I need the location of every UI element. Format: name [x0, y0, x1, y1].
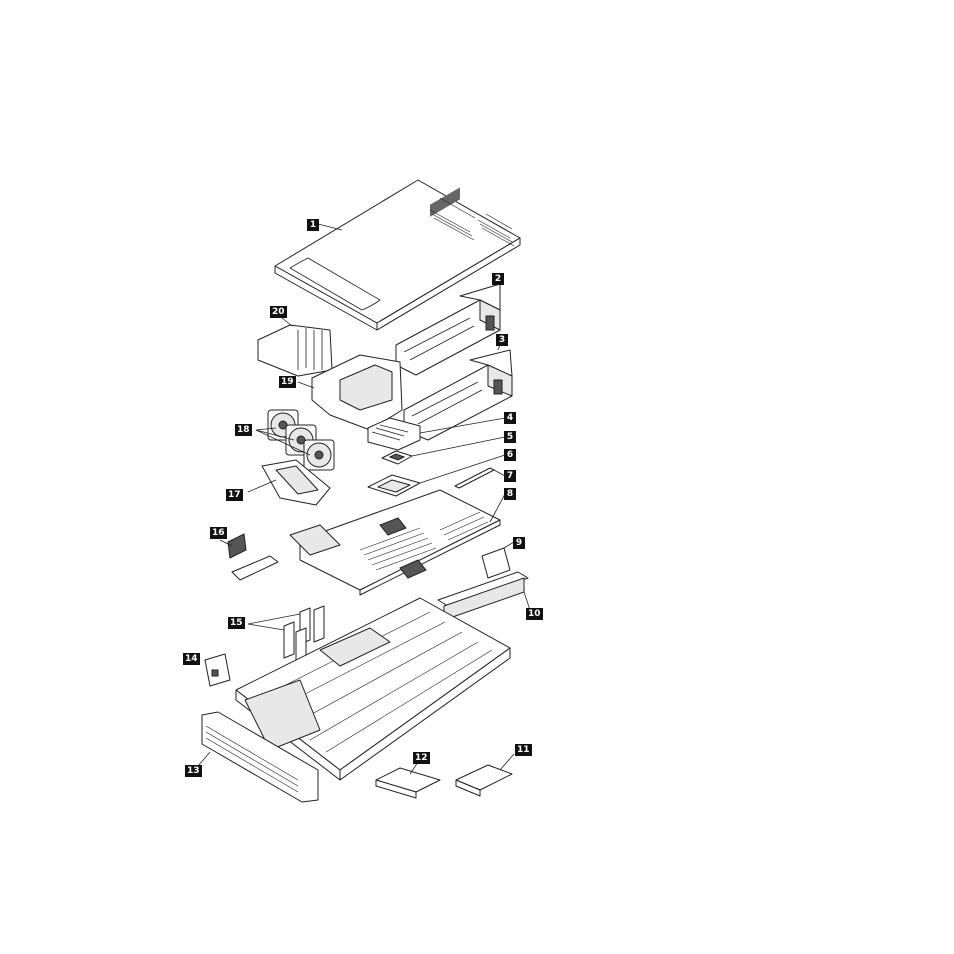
callout-12: 12 [413, 752, 430, 764]
callout-8: 8 [504, 488, 516, 500]
part-optical-drive [456, 754, 514, 796]
callout-3: 3 [496, 334, 508, 346]
callout-2: 2 [492, 273, 504, 285]
callout-18: 18 [235, 424, 252, 436]
callout-7: 7 [504, 470, 516, 482]
part-air-baffle-small [258, 318, 332, 376]
callout-1: 1 [307, 219, 319, 231]
part-drive-bay [376, 762, 440, 798]
callout-14: 14 [183, 653, 200, 665]
callout-19: 19 [279, 376, 296, 388]
part-dimm [455, 468, 505, 488]
callout-6: 6 [504, 449, 516, 461]
callout-17: 17 [226, 489, 243, 501]
part-processor-bracket [368, 455, 505, 496]
callout-4: 4 [504, 412, 516, 424]
callout-10: 10 [526, 608, 543, 620]
callout-11: 11 [515, 744, 532, 756]
callout-5: 5 [504, 431, 516, 443]
callout-13: 13 [185, 765, 202, 777]
part-riser-card [220, 534, 278, 580]
part-small-bracket [482, 542, 514, 578]
callout-20: 20 [270, 306, 287, 318]
callout-9: 9 [513, 537, 525, 549]
part-rail [438, 572, 530, 620]
callout-16: 16 [210, 527, 227, 539]
part-filler [205, 654, 230, 686]
part-system-board [290, 490, 505, 595]
callout-15: 15 [228, 617, 245, 629]
